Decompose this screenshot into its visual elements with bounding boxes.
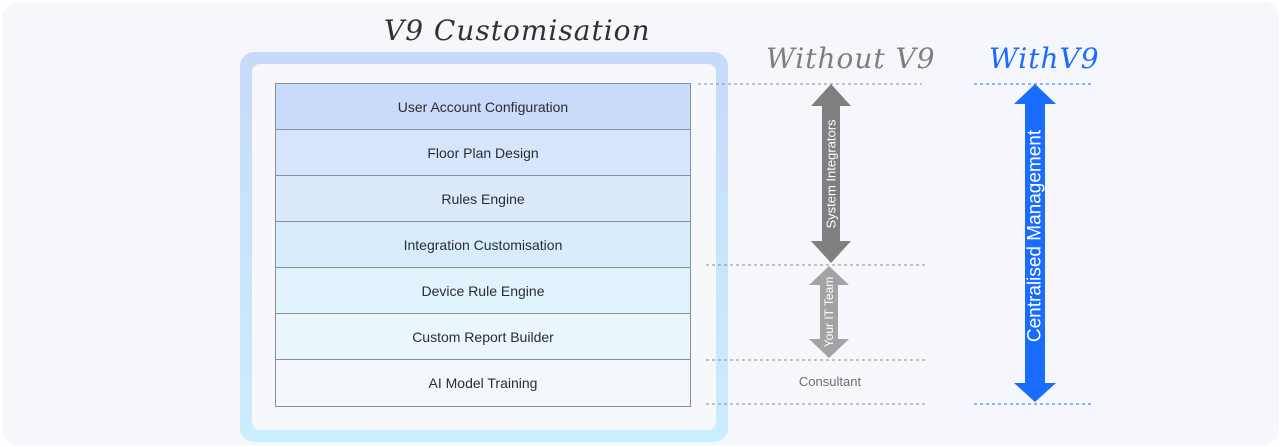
layer-stack: User Account Configuration Floor Plan De… xyxy=(275,83,691,407)
layer-floor-plan-design: Floor Plan Design xyxy=(276,130,690,176)
layer-custom-report-builder: Custom Report Builder xyxy=(276,314,690,360)
with-v9-title: WithV9 xyxy=(989,42,1100,75)
without-v9-title: Without V9 xyxy=(766,42,936,75)
layer-device-rule-engine: Device Rule Engine xyxy=(276,268,690,314)
your-it-team-label: Your IT Team xyxy=(822,277,836,348)
layer-user-account-configuration: User Account Configuration xyxy=(276,84,690,130)
centralised-management-label: Centralised Management xyxy=(1025,129,1046,342)
layer-ai-model-training: AI Model Training xyxy=(276,360,690,406)
consultant-label: Consultant xyxy=(799,374,862,389)
system-integrators-label: System Integrators xyxy=(824,119,839,229)
system-integrators-arrow xyxy=(811,84,851,263)
centralised-management-arrow xyxy=(1014,84,1056,402)
layer-rules-engine: Rules Engine xyxy=(276,176,690,222)
your-it-team-arrow xyxy=(809,266,849,358)
diagram-title: V9 Customisation xyxy=(384,14,651,47)
layer-integration-customisation: Integration Customisation xyxy=(276,222,690,268)
